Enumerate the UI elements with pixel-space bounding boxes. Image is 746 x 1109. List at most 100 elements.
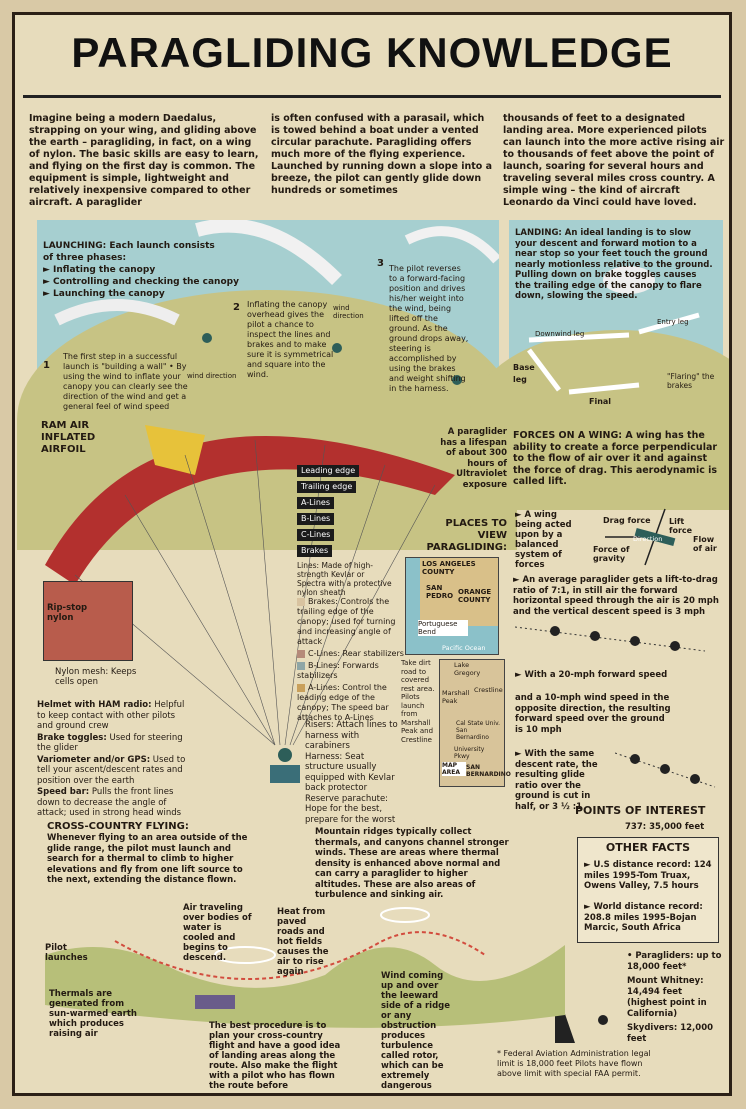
- map-land-la: [420, 558, 498, 626]
- lift-force-label: Lift force: [669, 517, 693, 535]
- drag-force-label: Drag force: [603, 516, 651, 525]
- forces-text: FORCES ON A WING: A wing has the ability…: [513, 430, 723, 488]
- canopy-wall-shape: [54, 299, 180, 326]
- base-label: Base leg: [513, 363, 535, 384]
- canopy-launch-shape: [404, 226, 499, 264]
- poster: PARAGLIDING KNOWLEDGE Imagine being a mo…: [12, 12, 732, 1096]
- legend-c-lines: C-Lines: Rear stabilizers: [297, 649, 407, 659]
- label-c-lines: C-Lines: [297, 529, 335, 541]
- entry-leg-arrow: [638, 312, 700, 335]
- final-label: Final: [589, 397, 612, 406]
- best-procedure: The best procedure is to plan your cross…: [209, 1021, 341, 1091]
- label-b-lines: B-Lines: [297, 513, 335, 525]
- equip-speed-bar: Speed bar: Pulls the front lines down to…: [37, 787, 182, 818]
- equip-variometer: Variometer and/or GPS: Used to tell your…: [37, 754, 186, 786]
- launching-panel: LAUNCHING: Each launch consists of three…: [17, 220, 517, 550]
- thermals-note: Thermals are generated from sun-warmed e…: [49, 989, 137, 1039]
- cross-country-terrain: [45, 907, 565, 1028]
- forces-body: A wing has the ability to create a force…: [513, 430, 718, 487]
- gravity-vector: [644, 536, 656, 566]
- landing-canopy: [603, 266, 655, 294]
- line-legend: Brakes: Controls the trailing edge of th…: [297, 597, 407, 723]
- phase-3: ► Launching the canopy: [43, 289, 165, 299]
- map-la-county: LOS ANGELES COUNTY: [422, 560, 476, 576]
- launching-heading: LAUNCHING: Each launch consists of three…: [43, 241, 215, 263]
- ramair-label: RAM AIR INFLATED AIRFOIL: [41, 420, 96, 455]
- equipment-list: Helmet with HAM radio: Helpful to keep c…: [37, 700, 187, 819]
- label-a-lines: A-Lines: [297, 497, 335, 509]
- ripstop-inset: [43, 581, 133, 661]
- label-brakes: Brakes: [297, 545, 333, 557]
- map-marshall-peak: Marshall Peak: [442, 689, 470, 705]
- landing-text: LANDING: An ideal landing is to slow you…: [515, 228, 713, 301]
- mesh-label: Nylon mesh: Keeps cells open: [55, 667, 137, 687]
- map-san-bernardino: Lake Gregory Crestline Marshall Peak Cal…: [439, 659, 511, 787]
- flow-label: Flow of air: [693, 535, 717, 553]
- pilot-figure-3: [452, 375, 462, 385]
- equip-brake-toggles: Brake toggles: Used for steering the gli…: [37, 732, 183, 754]
- map-lake-gregory: Lake Gregory: [454, 661, 481, 677]
- forces-balanced: ► A wing being acted upon by a balanced …: [515, 510, 572, 570]
- lines-description: Lines: Made of high-strength Kevlar or S…: [297, 561, 392, 597]
- cross-text: Whenever flying to an area outside of th…: [47, 833, 248, 885]
- legend-swatch-brakes: [297, 597, 305, 606]
- label-leading-edge: Leading edge: [297, 465, 360, 477]
- wind-direction-2: wind direction: [333, 304, 364, 320]
- launch-step1: The first step in a successful launch is…: [63, 352, 188, 411]
- altitude-paragliders: • Paragliders: up to 18,000 feet*: [627, 951, 722, 972]
- forces-same: ► With the same descent rate, the result…: [515, 749, 598, 812]
- map-crestline: Crestline: [474, 686, 503, 694]
- final-arrow: [568, 382, 640, 395]
- wing-highlight: [145, 425, 205, 475]
- map-pacific: Pacific Ocean: [442, 644, 486, 652]
- map-university-pkwy: University Pkwy: [454, 746, 485, 760]
- entry-label: Entry leg: [657, 318, 689, 326]
- glider-marker: [670, 641, 680, 651]
- lift-vector: [654, 508, 666, 538]
- gravity-label: Force of gravity: [593, 545, 630, 563]
- forces-heading: FORCES ON A WING:: [513, 430, 623, 441]
- legend-a-lines: A-Lines: Control the leading edge of the…: [297, 683, 389, 722]
- fact-us-record: ► U.S distance record: 124 miles 1995-To…: [584, 860, 712, 891]
- other-facts-heading: OTHER FACTS: [605, 841, 691, 854]
- water-body: [195, 995, 235, 1009]
- base-leg-arrow: [527, 348, 561, 392]
- rotor-note: Wind coming up and over the leeward side…: [381, 971, 451, 1091]
- launch-step3: The pilot reverses to a forward-facing p…: [389, 264, 469, 393]
- downwind-leg-arrow: [528, 332, 630, 343]
- wing-canopy: [45, 435, 455, 585]
- balloon-marker: [598, 1015, 608, 1025]
- poi-heading: POINTS OF INTEREST: [575, 804, 706, 817]
- heat-note: Heat from paved roads and hot fields cau…: [277, 907, 329, 977]
- map-directions: Take dirt road to covered rest area. Pil…: [401, 659, 435, 744]
- forces-ratio: ► An average paraglider gets a lift-to-d…: [513, 575, 719, 617]
- map-orange-county: ORANGE COUNTY: [458, 588, 492, 604]
- direction-label: Direction: [633, 535, 663, 543]
- glider-marker: [590, 631, 600, 641]
- altitude-list: • Paragliders: up to 18,000 feet* Mount …: [627, 951, 723, 1045]
- glider-marker: [550, 626, 560, 636]
- flight-path: [114, 931, 486, 980]
- page-title: PARAGLIDING KNOWLEDGE: [71, 29, 673, 76]
- harness-seat: [270, 765, 300, 783]
- intro-col2: is often confused with a parasail, which…: [271, 113, 493, 196]
- glide-path-headwind: [615, 752, 716, 788]
- other-facts-box: OTHER FACTS ► U.S distance record: 124 m…: [577, 837, 719, 943]
- cross-ridges: Mountain ridges typically collect therma…: [315, 827, 509, 900]
- launching-phases: ► Inflating the canopy ► Controlling and…: [43, 264, 243, 300]
- faa-note: * Federal Aviation Administration legal …: [497, 1049, 651, 1078]
- step-number-1: 1: [43, 360, 50, 371]
- pilot-figure-2: [332, 343, 342, 353]
- glider-marker: [690, 774, 700, 784]
- equip-helmet: Helmet with HAM radio: Helpful to keep c…: [37, 700, 185, 731]
- forces-forward: ► With a 20-mph forward speed: [515, 670, 668, 680]
- lifespan-label: A paraglider has a lifespan of about 300…: [440, 427, 507, 490]
- places-heading: PLACES TO VIEW PARAGLIDING:: [426, 518, 508, 553]
- legend-swatch-c: [297, 649, 305, 658]
- landing-hill: [469, 330, 729, 510]
- landing-pattern-diagram: [527, 266, 700, 395]
- pilot-figure-1: [202, 333, 212, 343]
- forces-wind10: and a 10-mph wind speed in the opposite …: [515, 693, 671, 735]
- phase-1: ► Inflating the canopy: [43, 265, 156, 275]
- fact-world-record: ► World distance record: 208.8 miles 199…: [584, 902, 703, 933]
